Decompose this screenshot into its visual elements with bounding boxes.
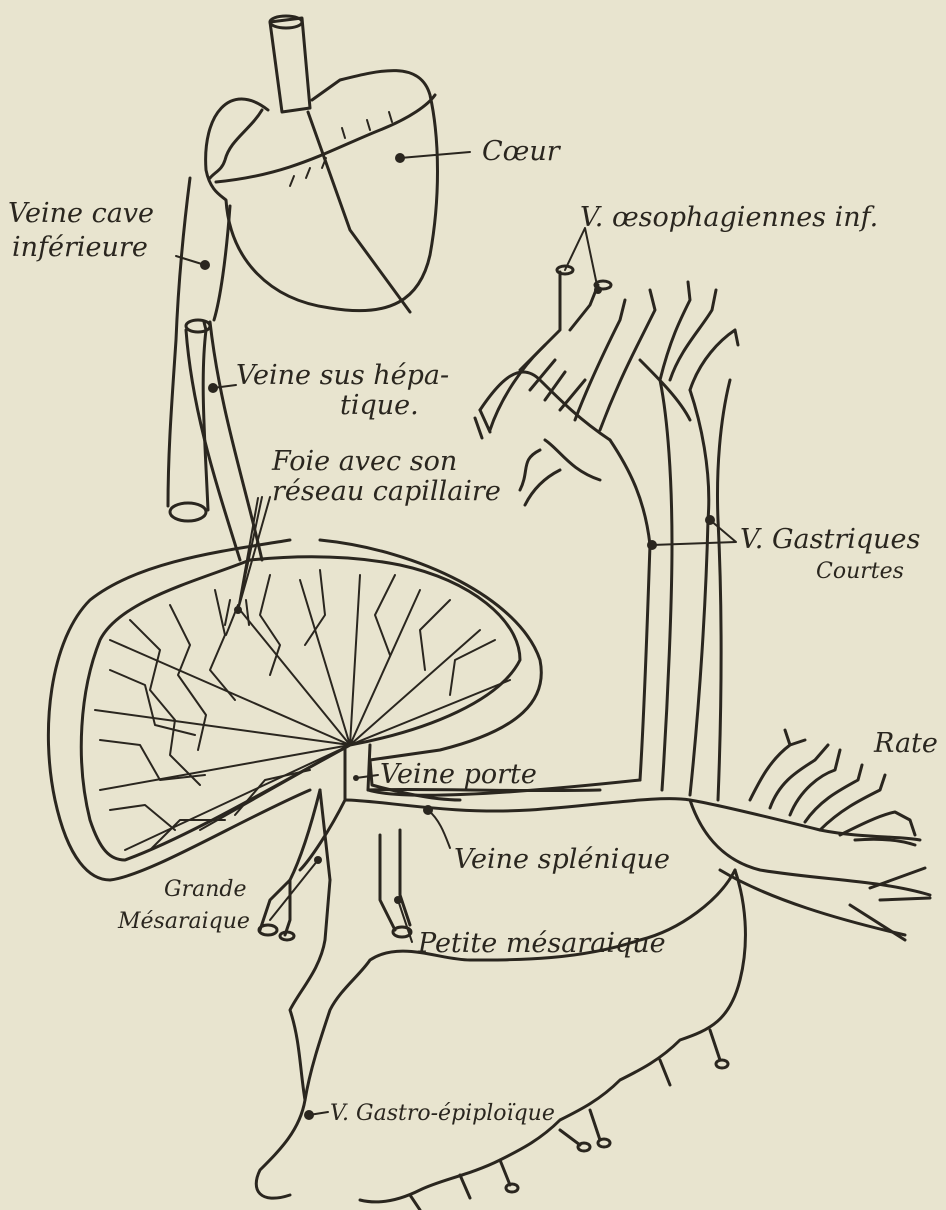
- liver: [48, 497, 541, 880]
- label-veine-splenique: Veine splénique: [454, 844, 670, 875]
- label-foie-2: réseau capillaire: [272, 476, 501, 507]
- label-gastro-epiploique: V. Gastro-épiploïque: [330, 1101, 555, 1126]
- label-petite-mesaraique: Petite mésaraique: [417, 928, 666, 959]
- petite-mesaraique: [380, 830, 412, 942]
- label-veine-cave-2: inférieure: [12, 232, 148, 263]
- gastro-epiploic-vein: [304, 870, 745, 1210]
- label-gastriques-2: Courtes: [816, 559, 904, 584]
- esophageal-veins: [475, 228, 738, 505]
- grande-mesaraique: [256, 790, 330, 1198]
- label-rate: Rate: [873, 728, 938, 759]
- label-sus-hepatique-1: Veine sus hépa-: [236, 360, 449, 391]
- inferior-vena-cava: [168, 178, 230, 521]
- label-foie-1: Foie avec son: [271, 446, 457, 477]
- heart: [206, 16, 470, 312]
- label-sus-hepatique-2: tique.: [340, 390, 419, 421]
- label-gastriques-1: V. Gastriques: [740, 524, 920, 555]
- label-veine-cave-1: Veine cave: [8, 198, 154, 229]
- label-oesophagiennes: V. œsophagiennes inf.: [580, 202, 878, 233]
- hepatic-vein: [186, 320, 262, 560]
- short-gastric-veins: [610, 380, 736, 800]
- label-veine-porte: Veine porte: [380, 759, 537, 790]
- label-grande-2: Mésaraique: [117, 909, 250, 934]
- label-grande-1: Grande: [164, 877, 246, 902]
- label-coeur: Cœur: [482, 136, 562, 167]
